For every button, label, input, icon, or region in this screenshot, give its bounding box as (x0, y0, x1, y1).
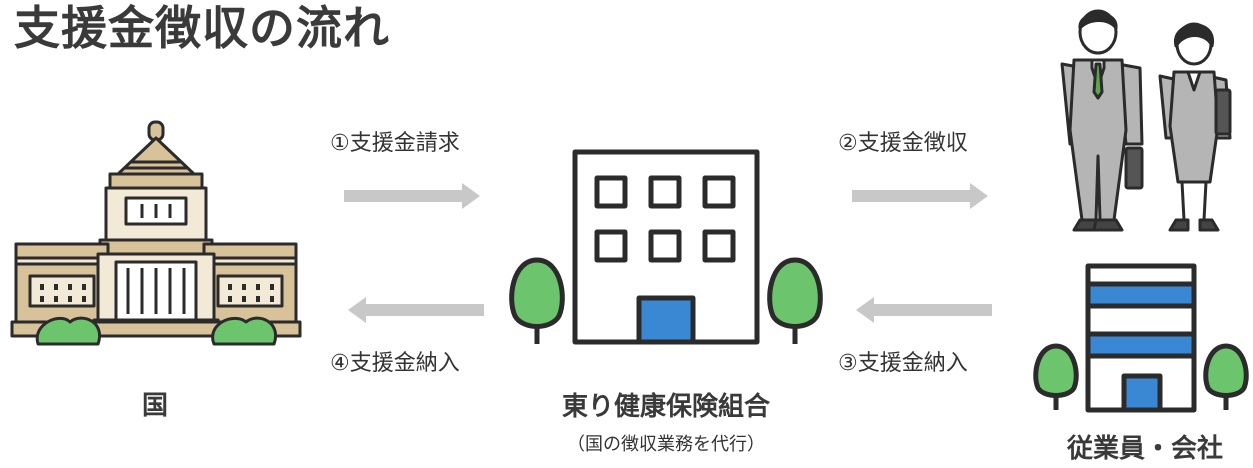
arrow-step3 (856, 297, 992, 323)
employees-label: 従業員・会社 (1066, 434, 1223, 464)
country-label: 国 (141, 391, 168, 421)
arrow-step4 (348, 297, 484, 323)
step3-label: ③支援金納入 (838, 351, 968, 376)
insurer-sublabel: （国の徴収業務を代行） (567, 434, 765, 455)
insurer-building-icon (509, 149, 823, 345)
insurer-label: 東り健康保険組合 (561, 392, 770, 422)
diet-building-icon (10, 120, 302, 346)
employees-icon (1060, 9, 1232, 232)
step2-label: ②支援金徴収 (838, 131, 968, 156)
step4-label: ④支援金納入 (330, 351, 460, 376)
page-title: 支援金徴収の流れ (14, 1, 390, 55)
step1-label: ①支援金請求 (330, 131, 460, 156)
company-building-icon (1033, 263, 1249, 413)
arrow-step1 (344, 183, 480, 209)
arrow-step2 (852, 183, 988, 209)
